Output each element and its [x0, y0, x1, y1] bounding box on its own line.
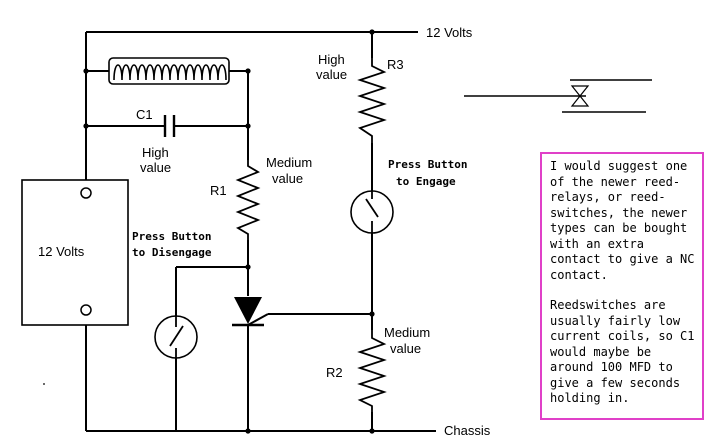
battery-icon: [21, 179, 129, 326]
resistor-r3-icon: [357, 58, 387, 143]
r3-value-line-1: High: [318, 52, 345, 67]
c1-value-line-2: value: [140, 160, 171, 175]
chassis-label: Chassis: [444, 423, 491, 438]
top-rail-label: 12 Volts: [426, 25, 473, 40]
labels: 12 Volts Chassis 12 Volts C1 High value …: [38, 25, 491, 438]
disengage-label-line-2: to Disengage: [132, 246, 212, 259]
engage-push-button-icon: [350, 190, 394, 234]
r1-value-line-2: value: [272, 171, 303, 186]
note-paragraph-2: Reedswitches are usually fairly low curr…: [550, 298, 695, 405]
thyristor-icon: [232, 297, 264, 327]
c1-value-line-1: High: [142, 145, 169, 160]
r1-label: R1: [210, 183, 227, 198]
engage-label-line-2: to Engage: [396, 175, 456, 188]
suggestion-note: I would suggest one of the newer reed-re…: [540, 152, 704, 420]
engage-label-line-1: Press Button: [388, 158, 467, 171]
capacitor-c1-icon: [163, 115, 176, 137]
disengage-label-line-1: Press Button: [132, 230, 211, 243]
resistor-r1-icon: [235, 160, 261, 240]
resistor-r2-icon: [357, 330, 387, 412]
disengage-push-button-icon: [154, 315, 198, 359]
r3-label: R3: [387, 57, 404, 72]
wires: [85, 31, 436, 432]
reed-contact-icon: [464, 79, 652, 113]
r2-value-line-2: value: [390, 341, 421, 356]
r2-value-line-1: Medium: [384, 325, 430, 340]
battery-label: 12 Volts: [38, 244, 85, 259]
c1-label: C1: [136, 107, 153, 122]
stray-dot: [43, 383, 45, 385]
r3-value-line-2: value: [316, 67, 347, 82]
junction-dots: [83, 29, 375, 434]
r2-label: R2: [326, 365, 343, 380]
note-paragraph-1: I would suggest one of the newer reed-re…: [550, 159, 695, 282]
r1-value-line-1: Medium: [266, 155, 312, 170]
relay-coil-icon: [108, 57, 230, 85]
